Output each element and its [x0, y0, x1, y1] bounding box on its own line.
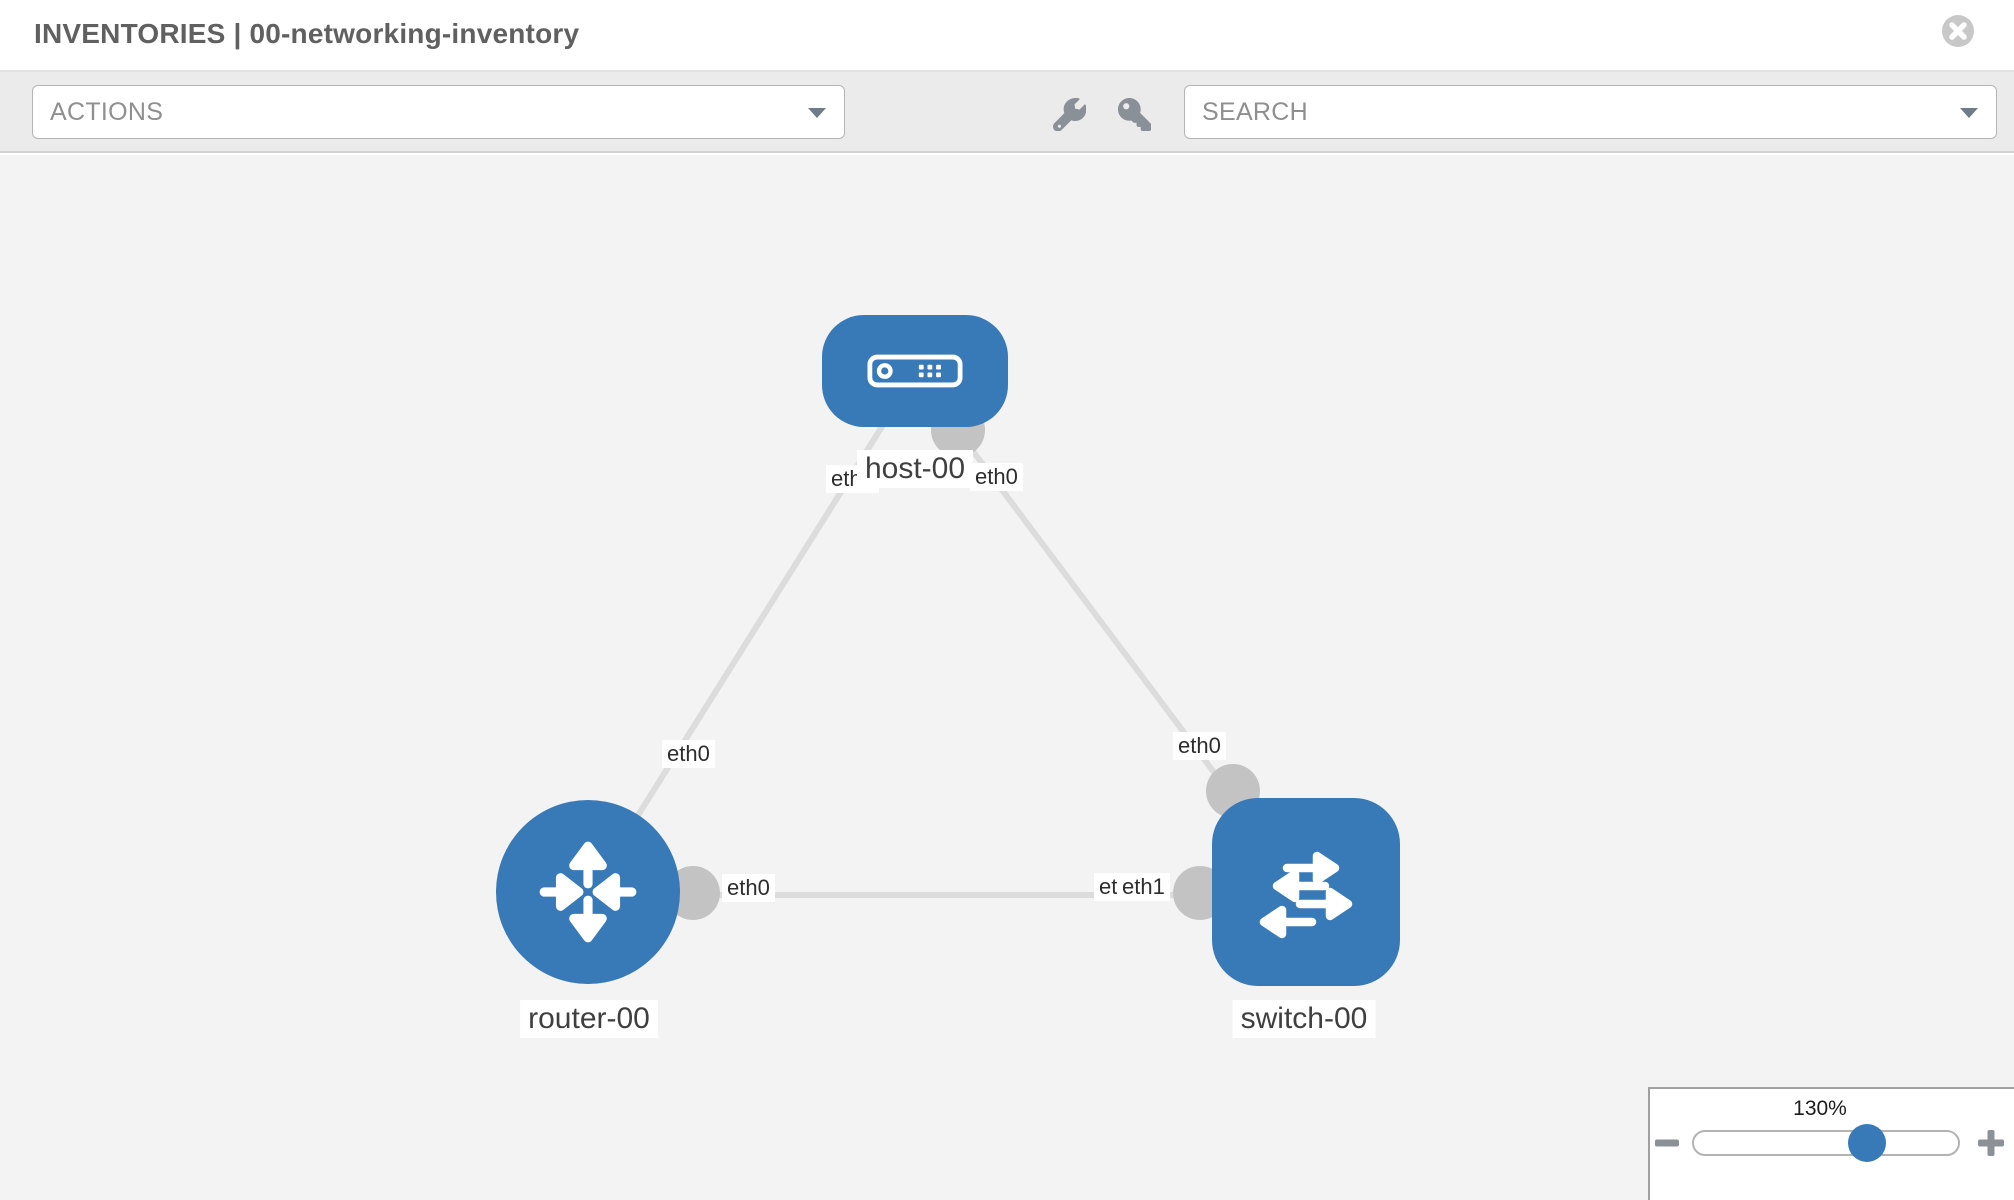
search-dropdown-label: SEARCH — [1202, 97, 1308, 126]
node-label-switch: switch-00 — [1232, 1000, 1376, 1038]
configure-topology-button[interactable] — [1047, 92, 1091, 136]
close-button[interactable] — [1941, 14, 1975, 48]
actions-dropdown[interactable]: ACTIONS — [32, 85, 845, 139]
node-router-00[interactable] — [496, 800, 680, 984]
wrench-icon — [1052, 97, 1086, 131]
node-host-00[interactable] — [822, 315, 1008, 427]
switch-icon — [1259, 851, 1353, 939]
zoom-level: 130% — [1793, 1097, 1847, 1120]
iface-label-router-eth0-to-host: eth0 — [662, 740, 715, 768]
search-dropdown[interactable]: SEARCH — [1184, 85, 1997, 139]
iface-label-switch-eth0-to-host: eth0 — [1173, 732, 1226, 760]
node-label-router: router-00 — [520, 1000, 658, 1038]
key-icon — [1117, 97, 1151, 131]
chevron-down-icon — [808, 108, 826, 118]
node-label-host: host-00 — [856, 450, 974, 488]
actions-dropdown-label: ACTIONS — [50, 97, 164, 126]
zoom-control-panel: 130% — [1648, 1087, 2014, 1200]
zoom-in-button[interactable] — [1972, 1125, 2010, 1161]
host-icon — [867, 354, 963, 388]
zoom-out-button[interactable] — [1652, 1129, 1682, 1157]
node-switch-00[interactable] — [1212, 798, 1400, 986]
credentials-button[interactable] — [1112, 92, 1156, 136]
interface-marker-router-eth0[interactable] — [666, 866, 720, 920]
topology-links-layer — [585, 372, 1309, 920]
iface-label-host-eth0-to-switch: eth0 — [970, 463, 1023, 491]
header: INVENTORIES | 00-networking-inventory — [0, 0, 2014, 72]
minus-icon — [1655, 1139, 1679, 1147]
close-icon — [1942, 15, 1974, 47]
plus-icon — [1978, 1130, 2004, 1156]
chevron-down-icon — [1960, 108, 1978, 118]
iface-label-router-eth0-to-switch: eth0 — [722, 874, 775, 902]
page-title: INVENTORIES | 00-networking-inventory — [34, 18, 580, 49]
router-icon — [539, 841, 637, 943]
zoom-slider-track[interactable] — [1692, 1124, 1960, 1162]
topology-canvas[interactable]: host-00 router-00 switch-00 eth0 eth0 et… — [0, 155, 2014, 1200]
iface-label-switch-eth1-to-router: eth1 — [1117, 873, 1170, 901]
zoom-slider-thumb[interactable] — [1848, 1124, 1886, 1162]
